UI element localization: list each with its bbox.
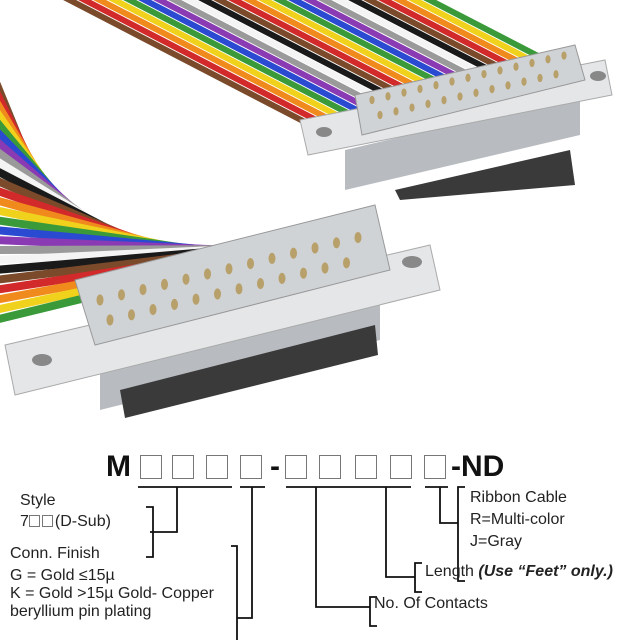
pin [118,289,125,301]
pin [278,272,286,284]
pin [553,70,559,79]
length-box [390,455,412,479]
pin [96,294,104,306]
pin [204,268,211,280]
style-digit-box [206,455,228,479]
pin [290,247,297,259]
part-number-prefix: M [106,450,131,483]
cable-stripe [123,0,372,128]
cable-stripe [138,0,382,125]
part-number-separator: - [270,450,280,483]
pin [139,284,147,296]
pin [401,88,407,97]
cable-stripe [153,0,392,123]
leader-lines [138,486,465,640]
pin [409,103,415,112]
pin [521,77,527,86]
cable-title: Ribbon Cable [470,489,567,506]
connector-pins [96,51,567,326]
cable-r: R=Multi-color [470,511,565,528]
finish-box [240,455,262,479]
length-box [355,455,377,479]
cable-stripe [63,0,332,138]
style-title: Style [20,492,56,509]
pin [385,92,391,101]
pin [311,242,319,254]
pin [149,304,157,316]
pin [497,66,503,75]
pin [545,55,551,64]
cable-box [424,455,446,479]
pin [333,237,340,249]
pin [529,58,535,68]
pin [505,81,511,90]
cable-stripe [78,0,342,136]
pin [268,252,276,264]
pin [449,77,455,86]
pin [343,257,350,269]
finish-g: G = Gold ≤15µ [10,567,115,584]
part-number-suffix: -ND [451,450,505,483]
pin [247,258,254,270]
style-digit-box [172,455,194,479]
contacts-box [285,455,307,479]
pin [214,288,221,300]
cable-j: J=Gray [470,533,523,550]
style-digit-box [140,455,162,479]
pin [393,107,399,116]
cable-stripe [108,0,362,130]
contacts-box [319,455,341,479]
finish-title: Conn. Finish [10,545,100,562]
pin [171,298,178,310]
pin [537,73,543,83]
pin [182,273,190,285]
pin [321,262,329,274]
pin [465,73,471,82]
connector-right [299,44,613,200]
finish-k: K = Gold >15µ Gold- Copper [10,585,214,602]
pin [481,69,487,79]
pin [513,62,519,71]
pin [441,96,447,105]
pin [417,84,423,94]
pin [106,314,114,326]
pin [369,95,375,105]
pin [354,232,362,244]
contacts-label: No. Of Contacts [374,595,488,612]
pin [257,278,264,290]
pin [457,92,463,101]
length-label: Length (Use “Feet” only.) [425,563,613,580]
pin [161,278,168,290]
pin [425,99,431,109]
pin [128,309,135,321]
pin [300,267,307,279]
pin [192,293,200,305]
pin [561,51,567,60]
finish-k-plating: beryllium pin plating [10,603,152,620]
style-value: 7(D-Sub) [20,513,111,530]
pin [225,263,233,275]
pin [377,110,383,120]
pin [235,283,243,295]
pin [473,88,479,97]
pin [433,81,439,90]
cable-stripe [93,0,352,133]
pin [489,84,495,94]
